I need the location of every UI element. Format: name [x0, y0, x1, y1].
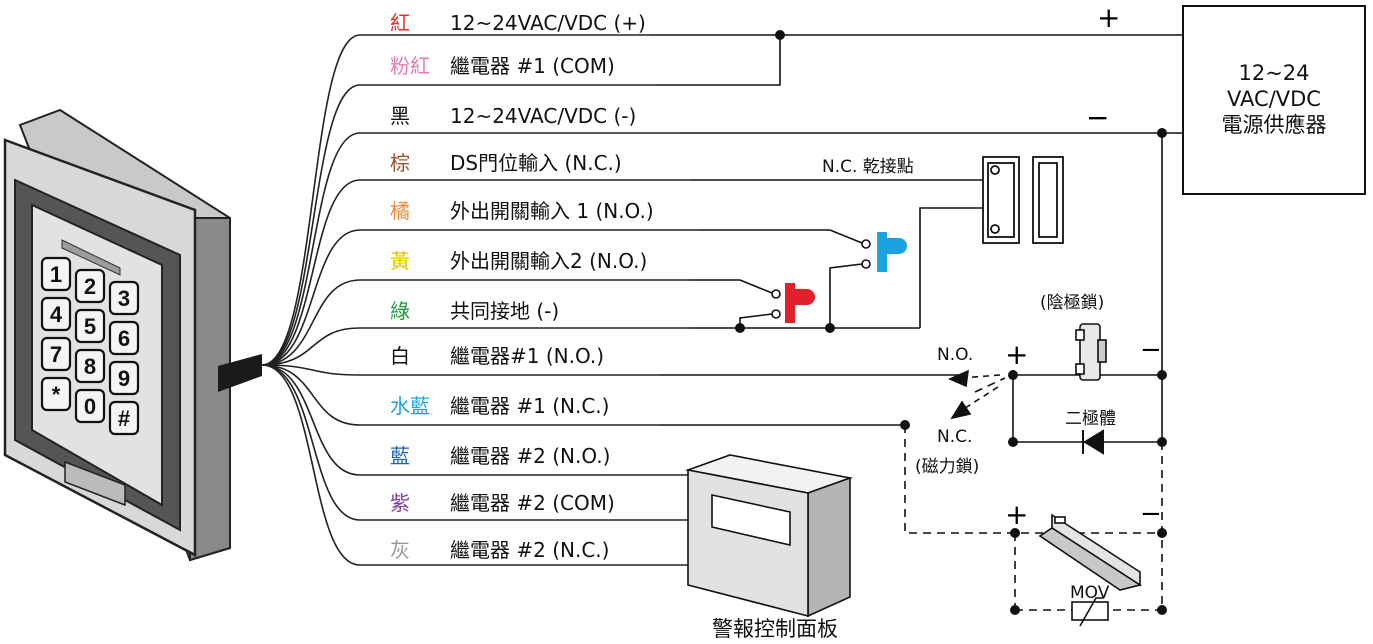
wire-desc-lightblue: 繼電器 #1 (N.C.)	[450, 394, 609, 418]
keypad-key-label: 2	[84, 274, 96, 299]
mov-label: MOV	[1070, 583, 1110, 603]
wire-line	[261, 132, 680, 366]
keypad-key-label: *	[52, 382, 61, 407]
wire-desc-purple: 繼電器 #2 (COM)	[450, 491, 615, 515]
keypad-key: #	[108, 400, 140, 436]
wire-color-black: 黑	[390, 104, 410, 128]
keypad-key: 8	[74, 348, 106, 384]
wire-color-white: 白	[390, 344, 410, 368]
wire-color-green: 綠	[390, 299, 410, 323]
exit-button-icon-blue	[877, 232, 907, 272]
keypad-key: 9	[108, 360, 140, 396]
keypad-key-label: 6	[118, 326, 130, 351]
diode-label: 二極體	[1065, 409, 1116, 429]
wire-desc-pink: 繼電器 #1 (COM)	[450, 54, 615, 78]
wire-desc-green: 共同接地 (-)	[450, 299, 559, 323]
keypad-key: 6	[108, 320, 140, 356]
wire-color-pink: 粉紅	[390, 54, 430, 78]
keypad-key: *	[40, 376, 72, 412]
power-supply-line2: VAC/VDC	[1227, 87, 1321, 111]
switch-contacts	[771, 239, 871, 319]
keypad-key-label: 0	[84, 394, 96, 419]
wire-line	[261, 84, 655, 366]
keypad-key: 1	[40, 256, 72, 292]
keypad-key-label: 3	[118, 286, 130, 311]
power-supply-line1: 12~24	[1238, 61, 1309, 85]
strike-minus-sign: −	[1140, 335, 1162, 365]
mov-icon	[1071, 597, 1109, 627]
nc-dry-contact-label: N.C. 乾接點	[822, 157, 914, 177]
keypad-key: 7	[40, 336, 72, 372]
strike-plus-sign: +	[1005, 338, 1028, 371]
wire-desc-brown: DS門位輸入 (N.C.)	[450, 151, 622, 175]
wire-desc-gray: 繼電器 #2 (N.C.)	[450, 538, 609, 562]
keypad-key-label: 5	[84, 314, 96, 339]
wire-desc-black: 12~24VAC/VDC (-)	[450, 104, 636, 128]
wire-bundle	[261, 34, 700, 566]
connection-lines	[650, 34, 1183, 443]
wire-line	[261, 327, 690, 366]
keypad-key: 3	[108, 280, 140, 316]
relay-no-label: N.O.	[937, 345, 973, 365]
maglock-minus-sign: −	[1140, 499, 1162, 529]
maglock-label: (磁力鎖)	[915, 457, 979, 477]
wire-line	[261, 364, 688, 521]
keypad-key: 5	[74, 308, 106, 344]
power-supply: 12~24 VAC/VDC 電源供應器 + −	[1086, 1, 1366, 195]
alarm-panel-icon	[684, 454, 854, 618]
wire-labels: 紅 12~24VAC/VDC (+) 粉紅 繼電器 #1 (COM) 黑 12~…	[390, 11, 654, 562]
wire-line	[261, 229, 700, 366]
wire-color-brown: 棕	[390, 151, 410, 175]
keypad-key-label: 7	[50, 342, 62, 367]
exit-button-icon-red	[785, 283, 815, 323]
wire-line	[261, 179, 690, 366]
maglock-icon	[1038, 513, 1142, 591]
wire-desc-orange: 外出開關輸入 1 (N.O.)	[450, 199, 654, 223]
junction-dots	[735, 30, 1167, 615]
wire-desc-blue: 繼電器 #2 (N.O.)	[450, 444, 610, 468]
power-minus-sign: −	[1086, 101, 1109, 134]
wire-color-lightblue: 水藍	[390, 394, 430, 418]
wire-desc-red: 12~24VAC/VDC (+)	[450, 11, 646, 35]
keypad-key-label: #	[118, 406, 130, 431]
wire-desc-yellow: 外出開關輸入2 (N.O.)	[450, 249, 647, 273]
wire-color-gray: 灰	[390, 538, 410, 562]
wire-desc-white: 繼電器#1 (N.O.)	[450, 344, 604, 368]
wire-color-blue: 藍	[390, 444, 410, 468]
keypad-key-label: 4	[50, 302, 63, 327]
diode-icon	[1082, 429, 1104, 455]
keypad-key: 2	[74, 268, 106, 304]
cable	[218, 354, 262, 392]
power-plus-sign: +	[1097, 1, 1120, 34]
door-sensor-icon	[982, 156, 1064, 244]
keypad-key: 4	[40, 296, 72, 332]
wire-color-yellow: 黃	[390, 249, 410, 273]
keypad-key-label: 8	[84, 354, 96, 379]
relay-arrows	[948, 369, 1001, 420]
alarm-panel-label: 警報控制面板	[712, 617, 838, 641]
wire-color-purple: 紫	[390, 491, 410, 515]
wire-line	[261, 364, 660, 426]
keypad-key: 0	[74, 388, 106, 424]
power-supply-line3: 電源供應器	[1222, 113, 1327, 137]
wire-line	[261, 364, 690, 566]
wire-line	[261, 279, 690, 366]
wire-color-red: 紅	[390, 11, 410, 35]
wire-line	[261, 34, 650, 366]
wire-color-orange: 橘	[390, 199, 410, 223]
wire-line	[261, 364, 660, 376]
maglock-plus-sign: +	[1005, 498, 1028, 531]
strike-lock-icon	[1075, 323, 1107, 381]
keypad-key-label: 1	[50, 262, 62, 287]
wire-line	[261, 364, 690, 476]
keypad-key-label: 9	[118, 366, 130, 391]
strike-lock-label: (陰極鎖)	[1040, 293, 1104, 313]
relay-nc-label: N.C.	[937, 427, 972, 447]
